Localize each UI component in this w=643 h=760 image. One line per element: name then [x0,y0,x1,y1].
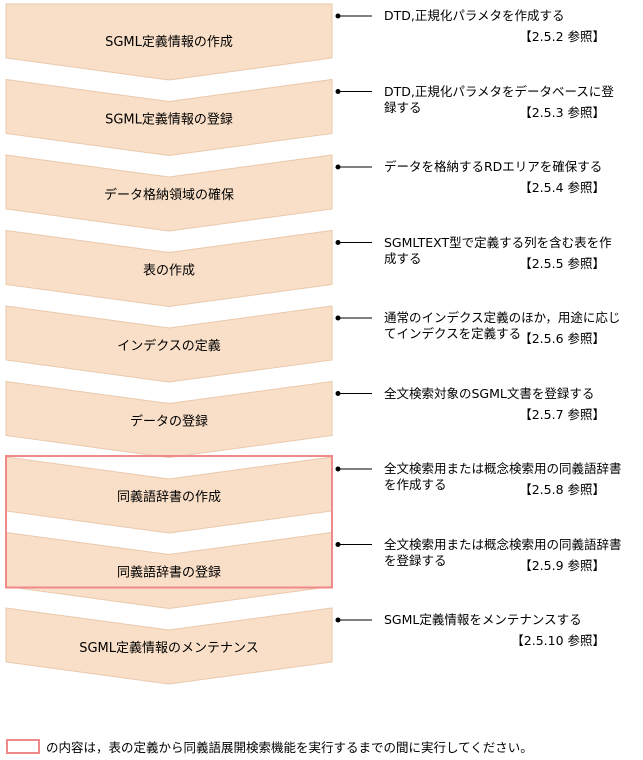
step-arrow [5,229,333,308]
flow-step: SGML定義情報のメンテナンス [5,607,372,685]
step-description: DTD,正規化パラメタを作成する [384,8,565,23]
connector-dot [335,240,341,245]
step-arrow [5,154,333,232]
step-label: SGML定義情報の作成 [105,34,233,50]
step-label: SGML定義情報の登録 [105,112,233,128]
flow-step: インデクスの定義 [5,305,372,383]
flow-step: データの登録 [5,380,372,459]
step-reference: 【2.5.2 参照】 [519,29,605,44]
step-label: 表の作成 [143,264,195,279]
step-label: SGML定義情報のメンテナンス [79,640,259,656]
legend-note-text: の内容は，表の定義から同義語展開検索機能を実行するまでの間に実行してください。 [46,740,533,755]
highlight-frame [5,455,333,589]
step-description: 全文検索用または概念検索用の同義語辞書を作成する [384,461,622,492]
step-arrow [5,78,333,157]
connector-dot [335,13,341,19]
step-arrow [5,607,333,685]
step-reference: 【2.5.6 参照】 [519,331,605,346]
step-reference: 【2.5.10 参照】 [511,633,605,648]
step-label: インデクスの定義 [117,338,221,354]
step-label: データ格納領域の確保 [104,187,234,203]
step-description: 通常のインデクス定義のほか，用途に応じてインデクスを定義する [384,310,621,341]
connector-dot [335,617,341,623]
step-description: 全文検索用または概念検索用の同義語辞書を登録する [384,536,622,568]
connector-dot [335,542,341,547]
step-reference: 【2.5.9 参照】 [519,557,605,573]
connector-dot [335,164,341,170]
step-reference: 【2.5.5 参照】 [519,255,605,271]
step-description: DTD,正規化パラメタをデータベースに登録する [384,83,614,115]
connector-dot [335,466,341,472]
highlight-legend-swatch [6,739,40,754]
step-reference: 【2.5.4 参照】 [519,180,605,195]
step-label: 同義語辞書の作成 [117,489,221,505]
connector-dot [335,315,341,321]
flow-step: SGML定義情報の登録 [5,78,372,157]
flow-step: 表の作成 [5,229,372,308]
flow-step: 同義語辞書の作成 [5,456,372,534]
step-arrow [5,3,333,81]
connector-dot [335,89,341,94]
connector-dot [335,391,341,396]
step-description: SGMLTEXT型で定義する列を含む表を作成する [384,234,612,266]
step-description: 全文検索対象のSGML文書を登録する [384,385,595,401]
flow-step: データ格納領域の確保 [5,154,372,232]
step-arrow [5,305,333,383]
step-description: SGML定義情報をメンテナンスする [384,612,582,627]
flow-step: 同義語辞書の登録 [5,531,372,610]
step-reference: 【2.5.3 参照】 [519,104,605,120]
legend-note: の内容は，表の定義から同義語展開検索機能を実行するまでの間に実行してください。 [6,737,533,756]
step-reference: 【2.5.7 参照】 [519,406,605,422]
step-reference: 【2.5.8 参照】 [519,482,605,497]
step-label: データの登録 [130,414,208,430]
flow-step: SGML定義情報の作成 [5,3,372,81]
step-label: 同義語辞書の登録 [117,565,221,581]
step-description: データを格納するRDエリアを確保する [384,159,603,174]
step-arrow [5,380,333,459]
